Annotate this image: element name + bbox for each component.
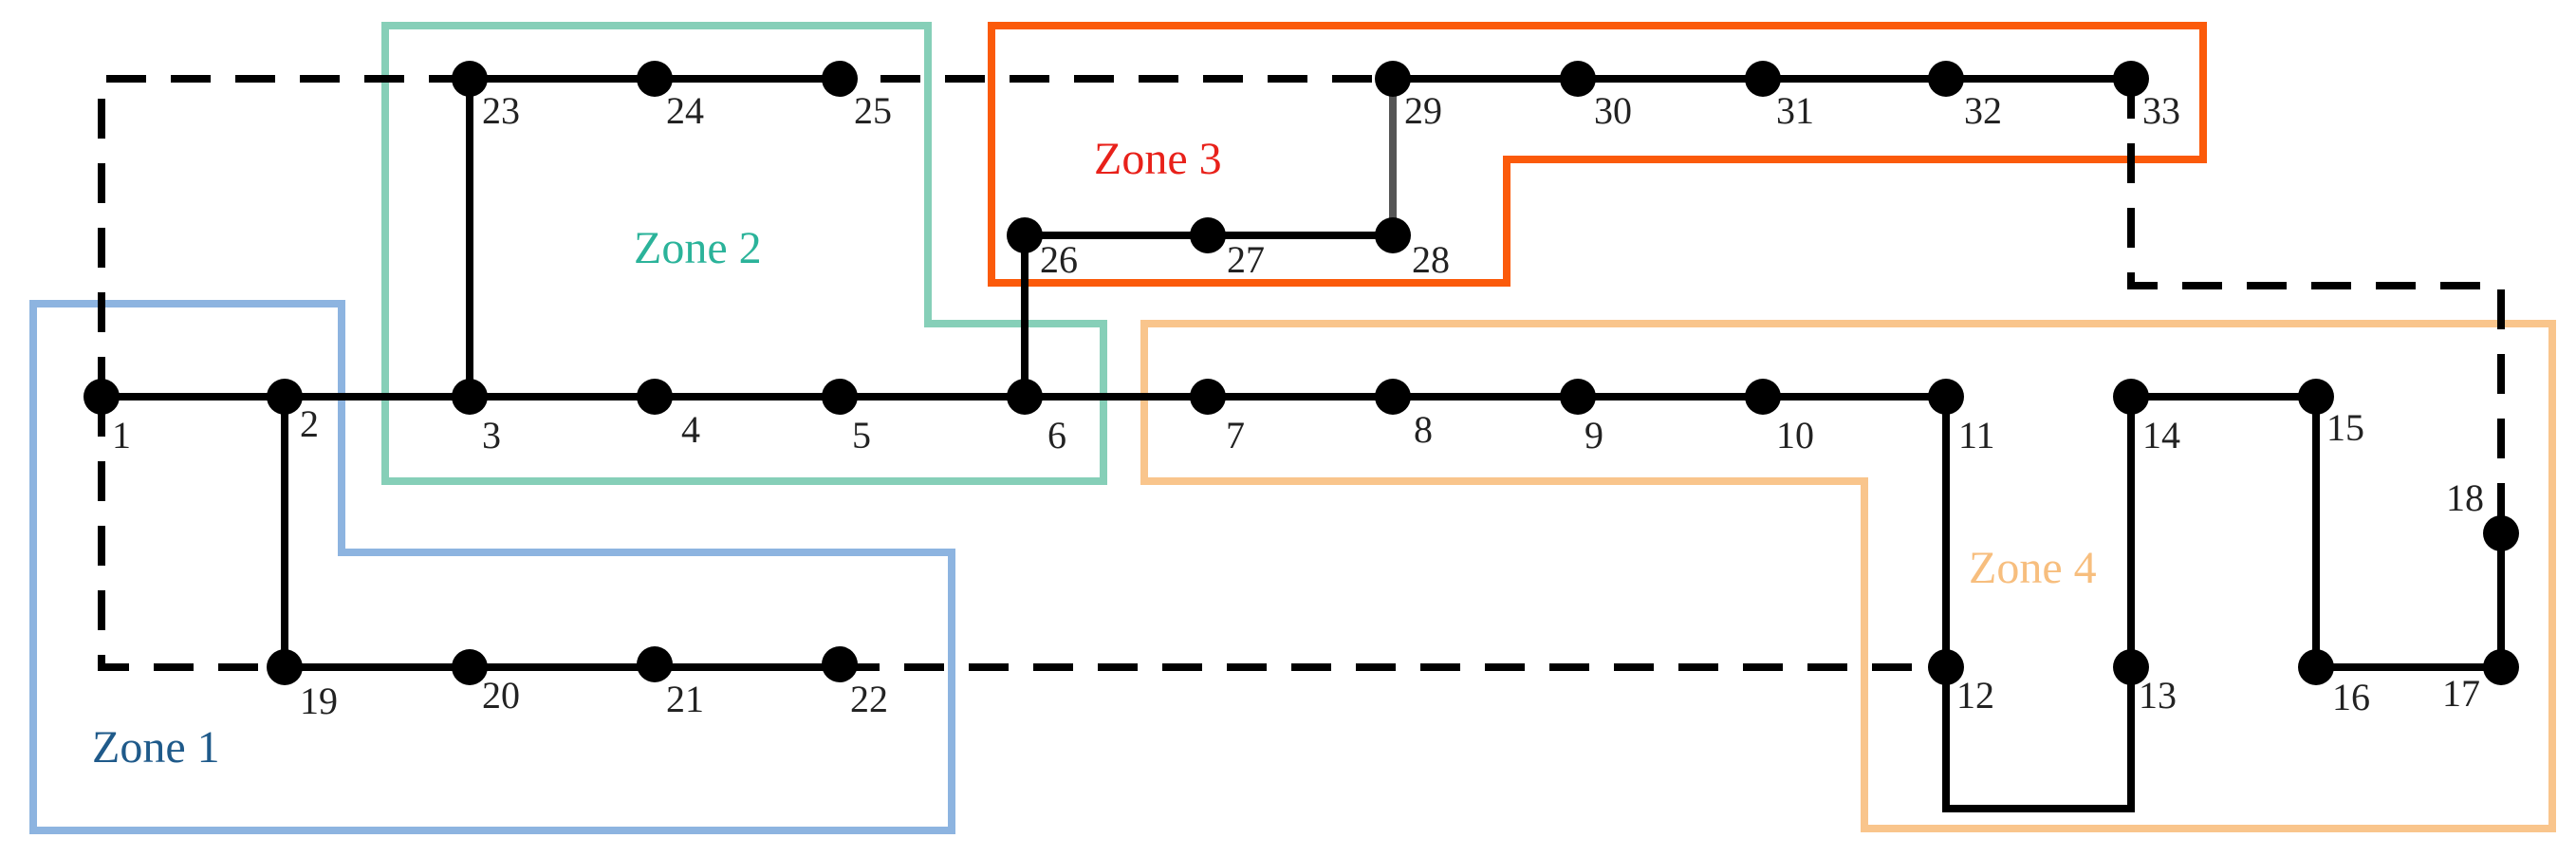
bus-node-22 [822,646,858,682]
bus-node-31 [1745,61,1781,97]
branch-3-25 [466,75,840,397]
bus-label-33: 33 [2142,89,2180,132]
bus-node-28 [1375,217,1411,253]
bus-node-5 [822,379,858,415]
bus-label-11: 11 [1958,414,1995,456]
bus-node-18 [2483,515,2519,551]
bus-nodes [83,61,2519,685]
bus-label-25: 25 [854,89,892,132]
bus-label-27: 27 [1227,238,1265,281]
bus-node-1 [83,379,120,415]
bus-label-8: 8 [1414,408,1433,451]
bus-node-20 [452,649,488,685]
bus-label-2: 2 [300,402,319,445]
zone-3-boundary [988,22,2207,287]
bus-label-29: 29 [1404,89,1442,132]
bus-label-21: 21 [666,678,704,720]
bus-node-32 [1928,61,1964,97]
bus-label-19: 19 [300,680,338,722]
bus-label-4: 4 [681,408,700,451]
bus-label-18: 18 [2446,476,2484,519]
bus-label-32: 32 [1964,89,2002,132]
bus-label-16: 16 [2332,676,2370,718]
tie-line-1-19 [98,397,285,671]
bus-node-9 [1560,379,1596,415]
bus-node-15 [2298,379,2334,415]
zone-1-label: Zone 1 [92,722,220,773]
bus-node-10 [1745,379,1781,415]
bus-label-17: 17 [2442,672,2480,715]
bus-label-7: 7 [1226,414,1245,456]
bus-node-3 [452,379,488,415]
bus-node-6 [1007,379,1043,415]
bus-label-15: 15 [2326,406,2364,449]
bus-node-11 [1928,379,1964,415]
zone-4-boundary [1140,320,2556,832]
bus-node-12 [1928,649,1964,685]
bus-node-24 [637,61,673,97]
zone-4-label: Zone 4 [1969,543,2097,593]
tie-lines [98,75,2505,671]
bus-label-9: 9 [1585,414,1603,456]
branch-11-18 [1942,393,2505,812]
bus-node-labels: 1 2 3 4 5 6 7 8 9 10 11 12 13 14 15 16 1… [112,89,2484,722]
bus-label-26: 26 [1040,238,1078,281]
branch-2-22 [281,397,840,671]
bus-node-19 [267,649,303,685]
branch-6-28 [1021,232,1393,397]
bus-node-14 [2113,379,2149,415]
bus-node-7 [1190,379,1226,415]
zone-2-boundary [381,22,1107,485]
bus-label-20: 20 [482,674,520,717]
bus-node-21 [637,646,673,682]
bus-label-10: 10 [1776,414,1814,456]
bus-node-25 [822,61,858,97]
bus-label-22: 22 [850,678,888,720]
bus-label-1: 1 [112,414,131,456]
bus-node-29 [1375,61,1411,97]
tie-line-1-29 [98,75,1393,397]
bus-label-30: 30 [1594,89,1632,132]
bus-node-30 [1560,61,1596,97]
bus-node-27 [1190,217,1226,253]
bus-node-33 [2113,61,2149,97]
zone-3-label: Zone 3 [1094,134,1222,184]
zone-2-label: Zone 2 [634,223,762,273]
bus-node-8 [1375,379,1411,415]
bus-node-13 [2113,649,2149,685]
zone-boundaries [29,22,2556,834]
bus-node-4 [637,379,673,415]
bus-label-3: 3 [482,414,501,456]
bus-label-12: 12 [1956,674,1994,717]
tie-line-33-18 [2127,79,2505,533]
bus-node-2 [267,379,303,415]
bus-label-6: 6 [1047,414,1066,456]
bus-label-13: 13 [2139,674,2177,717]
bus-label-14: 14 [2142,414,2180,456]
bus-label-23: 23 [482,89,520,132]
zone-1-boundary [29,300,955,834]
bus-node-23 [452,61,488,97]
bus-label-5: 5 [852,414,871,456]
bus-node-26 [1007,217,1043,253]
bus-label-31: 31 [1776,89,1814,132]
bus-label-28: 28 [1412,238,1450,281]
bus-node-16 [2298,649,2334,685]
bus-node-17 [2483,649,2519,685]
zone-labels: Zone 1 Zone 2 Zone 3 Zone 4 [92,134,2097,773]
bus-label-24: 24 [666,89,704,132]
